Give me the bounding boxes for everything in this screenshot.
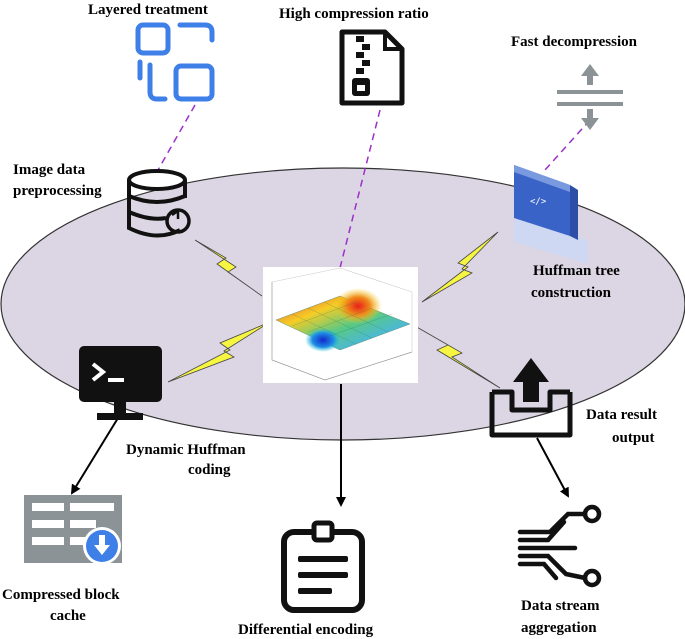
label-fast-decompression: Fast decompression <box>511 34 638 50</box>
label-layered-treatment: Layered treatment <box>88 2 208 18</box>
svg-text:</>: </> <box>530 197 547 207</box>
arrow-to-aggregation <box>536 437 569 498</box>
labels: Layered treatment High compression ratio… <box>2 2 657 638</box>
lightning-bottom-left <box>167 321 271 383</box>
surface-dip <box>305 328 341 352</box>
label-image-data-line1: Image data <box>13 162 86 178</box>
layered-blocks-icon <box>135 22 215 102</box>
cache-download-icon <box>24 495 122 565</box>
zip-file-icon <box>339 29 405 106</box>
label-high-compression-ratio: High compression ratio <box>279 6 429 22</box>
output-arrows <box>70 384 569 507</box>
label-compressed-block-line1: Compressed block <box>2 587 120 603</box>
dashed-connectors <box>157 104 591 269</box>
label-huffman-tree-line1: Huffman tree <box>533 263 620 279</box>
lightning-top-right <box>421 231 499 303</box>
plot-axes <box>271 282 413 381</box>
label-data-result-line1: Data result <box>586 407 657 423</box>
lightning-bottom-right <box>407 321 501 389</box>
surface-peak <box>334 288 382 324</box>
upload-tray-icon <box>489 358 573 438</box>
plot-gridline <box>339 267 413 293</box>
dashed-line-decompression <box>544 119 591 171</box>
dashed-line-compression <box>339 109 381 269</box>
label-dynamic-huffman-line1: Dynamic Huffman <box>126 442 246 458</box>
lightning-connectors <box>167 231 501 389</box>
clipboard-icon <box>281 520 365 613</box>
code-window-icon: </> <box>514 165 588 264</box>
terminal-monitor-icon <box>79 346 162 420</box>
label-huffman-tree-line2: construction <box>531 285 612 301</box>
expand-arrows-icon <box>557 64 623 130</box>
plot-gridline <box>271 267 341 283</box>
label-data-result-line2: output <box>612 430 655 446</box>
circuit-merge-icon <box>517 504 602 588</box>
dashed-line-layered <box>157 104 196 171</box>
lightning-top-left <box>194 239 263 297</box>
label-compressed-block-line2: cache <box>50 608 86 624</box>
label-data-stream-line2: aggregation <box>521 620 597 636</box>
label-image-data-line2: preprocessing <box>13 183 102 199</box>
label-data-stream-line1: Data stream <box>521 598 600 614</box>
mesh-lines <box>291 301 393 345</box>
database-sync-icon <box>127 169 191 238</box>
arrow-to-cache <box>70 417 119 495</box>
surface-plot <box>263 267 418 383</box>
label-differential-encoding: Differential encoding <box>238 622 374 638</box>
label-dynamic-huffman-line2: coding <box>188 462 231 478</box>
